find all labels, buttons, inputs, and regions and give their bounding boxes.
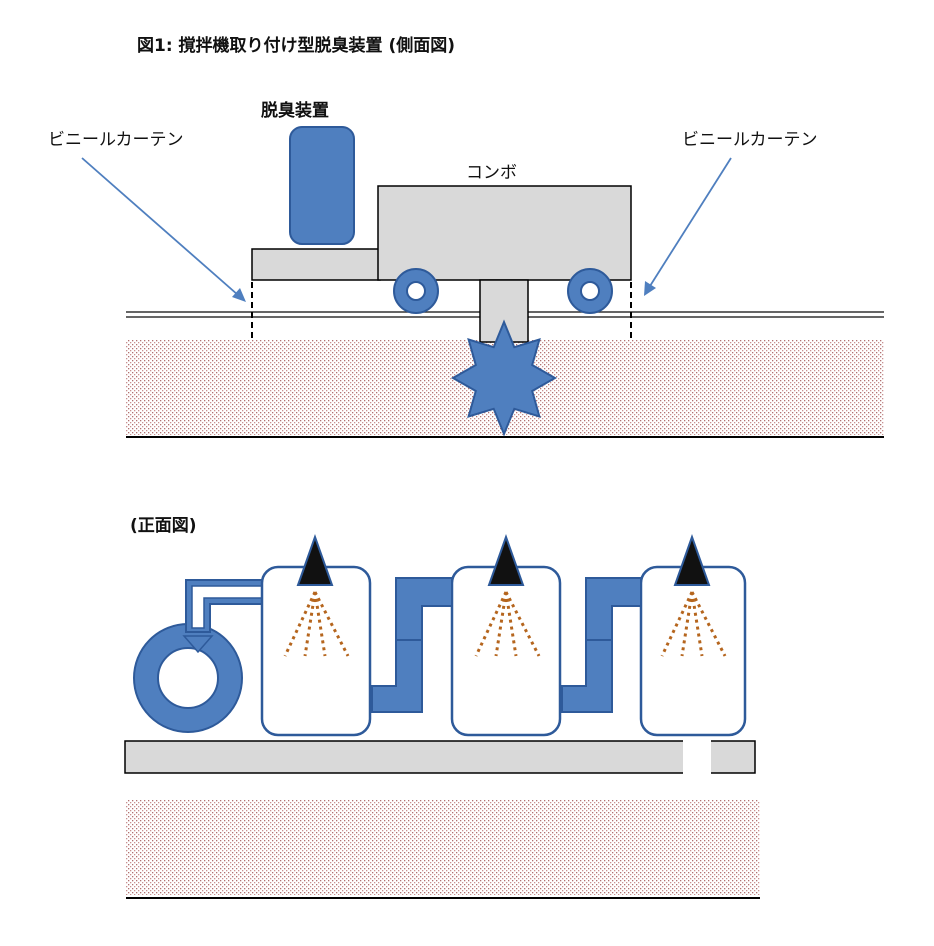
spray-pattern-3 [660, 591, 727, 657]
side-view: 脱臭装置 コンボ ビニールカーテン ビニールカーテン [48, 100, 884, 438]
spray-nozzle-2 [487, 534, 525, 586]
spray-pattern-1 [283, 591, 350, 657]
combo-label: コンボ [466, 163, 517, 183]
figure-title: 図1: 撹拌機取り付け型脱臭装置 (側面図) [137, 35, 455, 56]
spray-pattern-2 [474, 591, 541, 657]
front-view-label: (正面図) [130, 516, 197, 536]
wheel-right [567, 268, 613, 314]
soil-band-front [126, 800, 760, 895]
base-rail [124, 740, 756, 774]
deodorizer-unit [289, 126, 355, 245]
connector-1-2 [371, 577, 453, 713]
curtain-right-label: ビニールカーテン [682, 130, 818, 150]
spray-nozzle-3 [673, 534, 711, 586]
base-rail-gap [683, 738, 711, 776]
curtain-left-arrow [81, 157, 246, 302]
spray-nozzle-1 [296, 534, 334, 586]
curtain-left-label: ビニールカーテン [48, 130, 184, 150]
agitator-rotor [450, 319, 558, 437]
deodorizer-label: 脱臭装置 [261, 100, 329, 121]
connector-2-3 [561, 577, 642, 713]
front-view [124, 534, 760, 899]
deodorizer-platform [251, 248, 381, 281]
combo-body [377, 185, 632, 281]
curtain-right-arrow [644, 157, 732, 296]
wheel-left [393, 268, 439, 314]
blower-duct-inner [191, 585, 263, 629]
duct-arrow-head [182, 635, 214, 654]
